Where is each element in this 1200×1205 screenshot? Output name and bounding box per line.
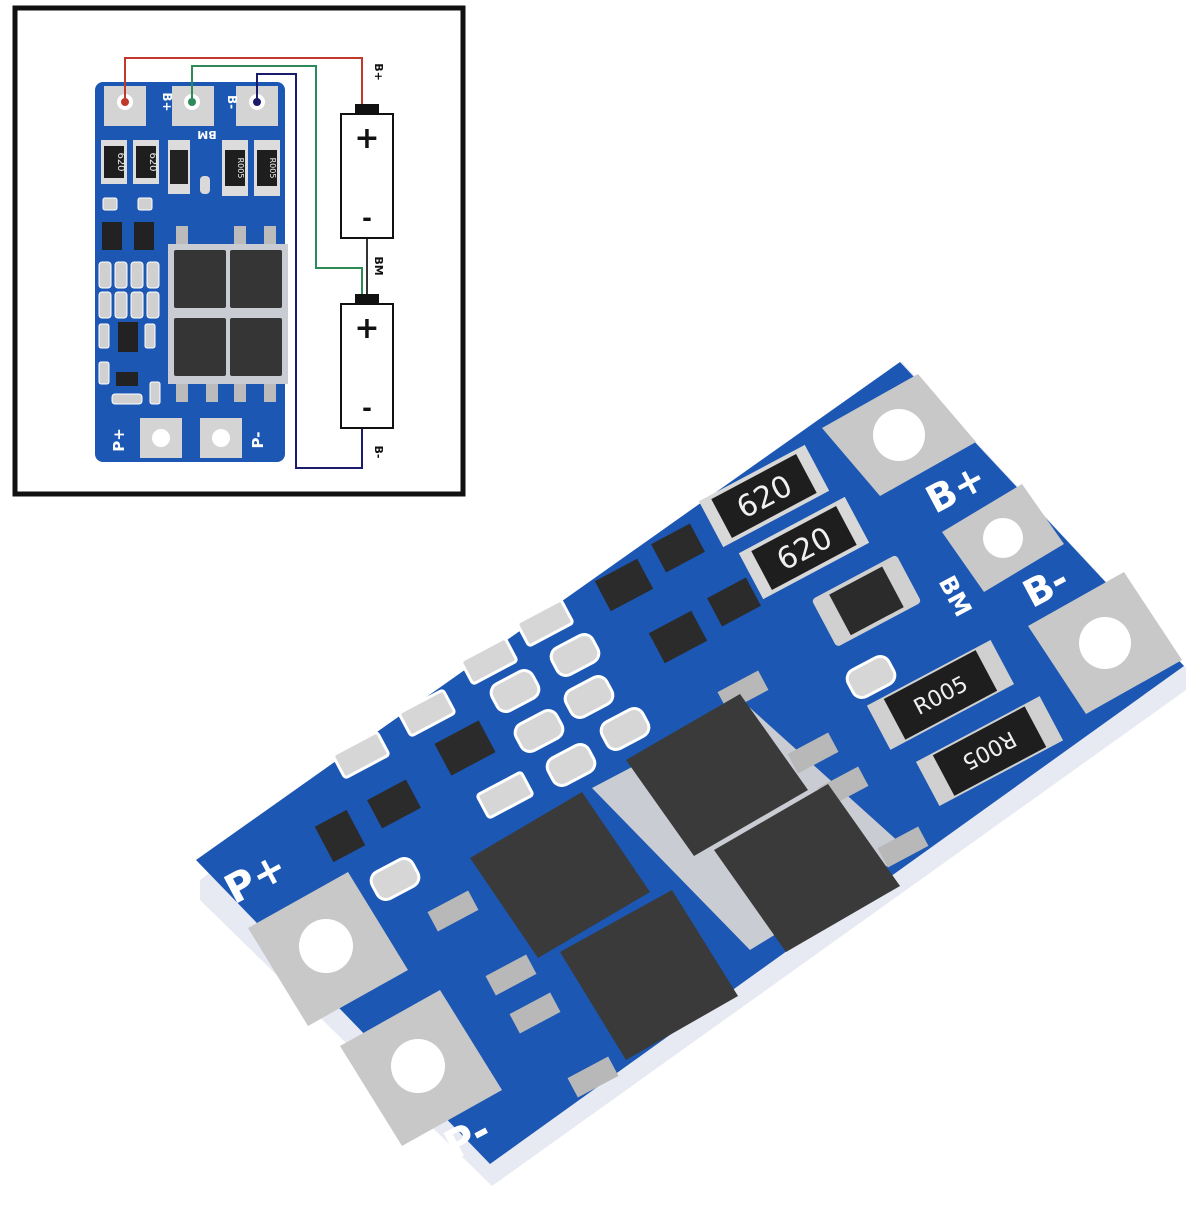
photo-pad-hole bbox=[983, 518, 1023, 558]
diagram-label-p-plus: P+ bbox=[110, 428, 128, 452]
photo-pad-b-plus bbox=[822, 374, 976, 496]
photo-diode bbox=[812, 555, 921, 646]
wire-b-plus bbox=[124, 57, 363, 104]
diagram-resistor-620 bbox=[136, 146, 156, 178]
photo-pad-hole bbox=[299, 919, 353, 973]
diagram-resistor-label: 620 bbox=[115, 152, 126, 171]
photo-pad-p-plus bbox=[248, 872, 408, 1026]
diagram-pad-hole bbox=[152, 429, 170, 447]
photo-pad-hole bbox=[391, 1039, 445, 1093]
diagram-mosfet bbox=[230, 318, 282, 376]
diagram-board: B+ BM B- 620 620 R005 R005 bbox=[95, 82, 288, 462]
terminal-label-b-minus: B- bbox=[372, 446, 385, 459]
diagram-mosfet bbox=[230, 250, 282, 308]
photo-passives bbox=[332, 599, 897, 902]
photo-mosfets bbox=[470, 694, 900, 1060]
diagram-transistor bbox=[116, 372, 138, 386]
diagram-mosfet-tab bbox=[176, 384, 188, 402]
diagram-mosfet-tab bbox=[264, 384, 276, 402]
battery-cell-1: + - bbox=[340, 104, 394, 239]
product-photo: B+ BM B- 620 620 R005 R005 bbox=[196, 362, 1186, 1186]
battery-minus-sign: - bbox=[362, 394, 372, 422]
diagram-passives bbox=[98, 197, 161, 405]
diagram-mosfet bbox=[174, 318, 226, 376]
terminal-label-b-plus: B+ bbox=[372, 63, 385, 81]
diagram-mosfet-tab bbox=[234, 384, 246, 402]
diagram-label-p-minus: P- bbox=[249, 432, 267, 449]
photo-pad-hole bbox=[873, 409, 925, 461]
battery-minus-sign: - bbox=[362, 204, 372, 232]
wire-bm bbox=[191, 65, 363, 294]
wire-b-minus bbox=[256, 73, 363, 469]
diagram-pad-hole bbox=[212, 429, 230, 447]
photo-ics bbox=[314, 523, 761, 863]
diagram-label-b-minus: B- bbox=[225, 95, 239, 109]
diagram-mosfet-tab bbox=[206, 384, 218, 402]
photo-resistor-620-b: 620 bbox=[738, 496, 870, 600]
battery-cap bbox=[355, 294, 379, 304]
diagram-ic bbox=[134, 222, 154, 250]
battery-body bbox=[340, 113, 394, 239]
battery-plus-sign: + bbox=[354, 121, 379, 156]
diagram-shunt-label: R005 bbox=[236, 158, 245, 179]
diagram-shunt bbox=[225, 150, 245, 186]
photo-pad-hole bbox=[1079, 617, 1131, 669]
diagram-shunt-label: R005 bbox=[268, 158, 277, 179]
diagram-resistor-620 bbox=[104, 146, 124, 178]
diagram-resistor-label: 620 bbox=[147, 152, 158, 171]
diagram-label-bm: BM bbox=[197, 128, 216, 141]
photo-resistor-620-a: 620 bbox=[698, 444, 830, 548]
diagram-label-b-plus: B+ bbox=[160, 92, 174, 111]
diagram-mosfet-tab bbox=[234, 226, 246, 244]
photo-shunt-b: R005 bbox=[915, 696, 1064, 807]
photo-pad-p-minus bbox=[340, 990, 502, 1146]
diagram-capacitor bbox=[200, 176, 210, 194]
diagram-mosfet-tab bbox=[264, 226, 276, 244]
wiring-diagram: B+ BM B- 620 620 R005 R005 bbox=[12, 5, 466, 497]
battery-cell-2: + - bbox=[340, 294, 394, 429]
diagram-shunt bbox=[257, 150, 277, 186]
diagram-ic bbox=[118, 322, 138, 352]
photo-pad-bm bbox=[942, 484, 1064, 592]
diagram-mosfet-tab bbox=[176, 226, 188, 244]
diagram-mosfet bbox=[174, 250, 226, 308]
battery-cap bbox=[355, 104, 379, 114]
diagram-ic bbox=[102, 222, 122, 250]
battery-plus-sign: + bbox=[354, 311, 379, 346]
photo-pad-b-minus bbox=[1028, 572, 1182, 714]
diagram-diode bbox=[170, 150, 188, 184]
battery-body bbox=[340, 303, 394, 429]
terminal-label-bm: BM bbox=[372, 256, 385, 275]
